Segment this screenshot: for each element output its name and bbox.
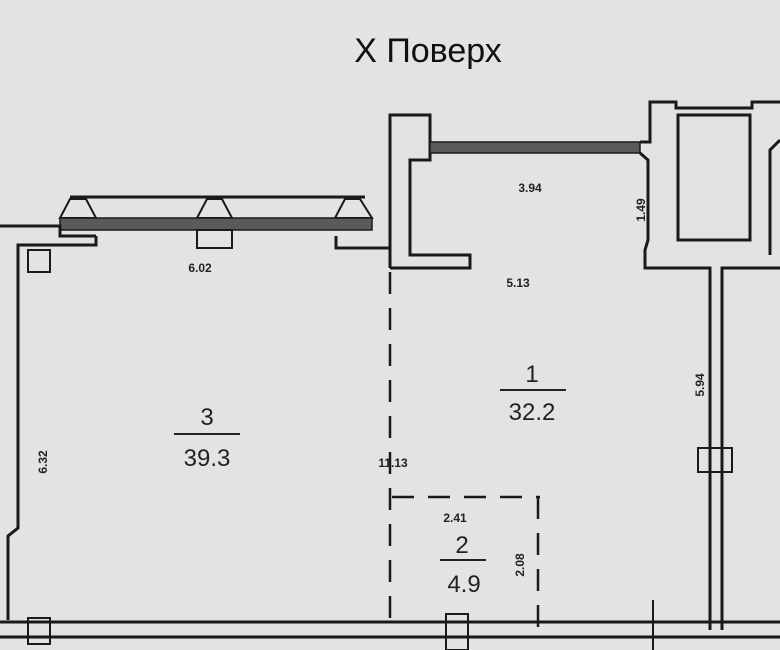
balcony-left (0, 195, 392, 268)
dim-6-02: 6.02 (188, 261, 212, 275)
dim-5-94: 5.94 (693, 373, 707, 397)
window-left (59, 217, 373, 231)
room-1-area: 32.2 (509, 399, 556, 426)
room-1-label: 1 32.2 (500, 361, 566, 426)
room-3-area: 39.3 (184, 445, 231, 472)
room-1-number: 1 (525, 361, 538, 388)
room-2-label: 2 4.9 (440, 532, 486, 598)
dim-6-32: 6.32 (36, 450, 50, 474)
room-2-number: 2 (455, 532, 468, 559)
walls-room-3 (6, 236, 98, 620)
room-2-area: 4.9 (447, 571, 480, 598)
dim-1-49: 1.49 (634, 198, 648, 222)
dim-2-08: 2.08 (513, 553, 527, 577)
dim-2-41: 2.41 (443, 511, 467, 525)
dim-3-94: 3.94 (518, 181, 542, 195)
central-pier (388, 113, 472, 270)
wall-bottom (0, 600, 780, 650)
walls-right-core (639, 100, 780, 630)
dim-5-13: 5.13 (506, 276, 530, 290)
dim-11-13: 11.13 (378, 456, 408, 470)
room-3-label: 3 39.3 (174, 404, 240, 472)
room-3-number: 3 (200, 404, 213, 431)
dashed-partitions (388, 272, 540, 630)
window-right (429, 141, 641, 154)
floor-title: X Поверх (354, 32, 502, 70)
